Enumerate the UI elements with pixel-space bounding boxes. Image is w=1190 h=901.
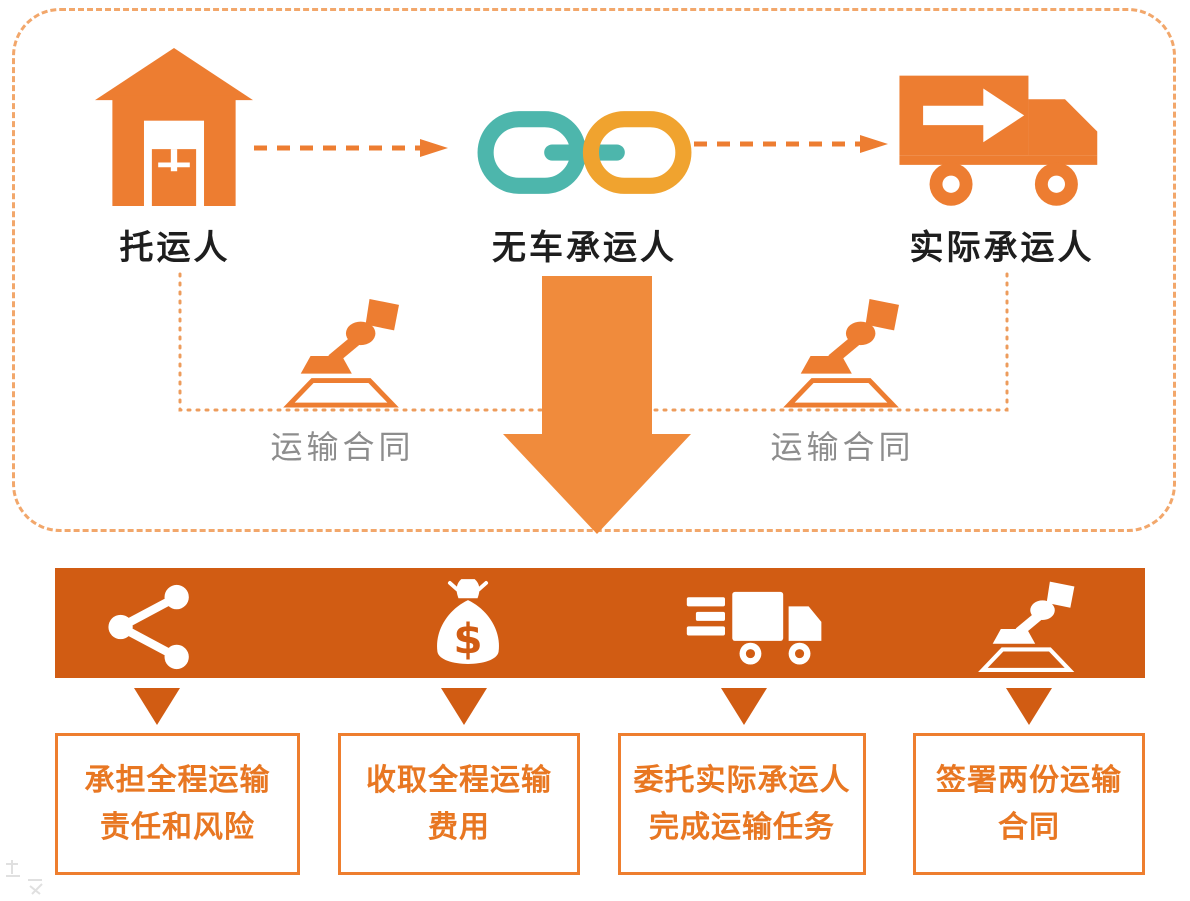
- warehouse-icon: [95, 48, 253, 206]
- money-bag-icon: $: [425, 577, 511, 673]
- watermark: [2, 856, 48, 898]
- duty-box-fees: 收取全程运输 费用: [338, 733, 580, 875]
- duty-text: 签署两份运输: [936, 763, 1122, 798]
- truck-arrow-icon: [893, 62, 1108, 214]
- duty-text: 委托实际承运人: [633, 763, 851, 798]
- actual-carrier-label: 实际承运人: [909, 228, 1095, 268]
- duty-box-responsibility: 承担全程运输 责任和风险: [55, 733, 300, 875]
- stamp-icon: [783, 297, 901, 410]
- share-network-icon: [103, 584, 198, 670]
- stamp-contract-icon: [977, 580, 1077, 674]
- chain-link-icon: [477, 104, 692, 201]
- dashed-arrow-right-icon: [252, 136, 452, 160]
- shipper-label: 托运人: [119, 228, 231, 268]
- duty-box-contracts: 签署两份运输 合同: [913, 733, 1145, 875]
- duty-text: 承担全程运输: [84, 763, 271, 798]
- carrier-label: 无车承运人: [492, 228, 677, 268]
- contract-label-left: 运输合同: [270, 428, 415, 466]
- duty-text: 完成运输任务: [649, 810, 835, 845]
- duty-box-entrust: 委托实际承运人 完成运输任务: [618, 733, 866, 875]
- dotted-connector-lines: [0, 270, 1190, 420]
- pointer-triangle: [441, 688, 487, 725]
- pointer-triangle: [134, 688, 180, 725]
- duty-text: 收取全程运输: [366, 763, 552, 798]
- dollar-symbol: $: [453, 615, 482, 664]
- delivery-truck-icon: [686, 590, 824, 670]
- duty-text: 费用: [428, 810, 490, 845]
- duty-text: 责任和风险: [100, 810, 255, 845]
- duty-text: 合同: [998, 810, 1060, 845]
- pointer-triangle: [1006, 688, 1052, 725]
- pointer-triangle: [721, 688, 767, 725]
- contract-label-right: 运输合同: [770, 428, 915, 466]
- stamp-icon: [283, 297, 401, 410]
- dashed-arrow-right-icon: [692, 132, 892, 156]
- big-down-arrow-icon: [503, 276, 691, 534]
- duty-bar: [55, 568, 1145, 678]
